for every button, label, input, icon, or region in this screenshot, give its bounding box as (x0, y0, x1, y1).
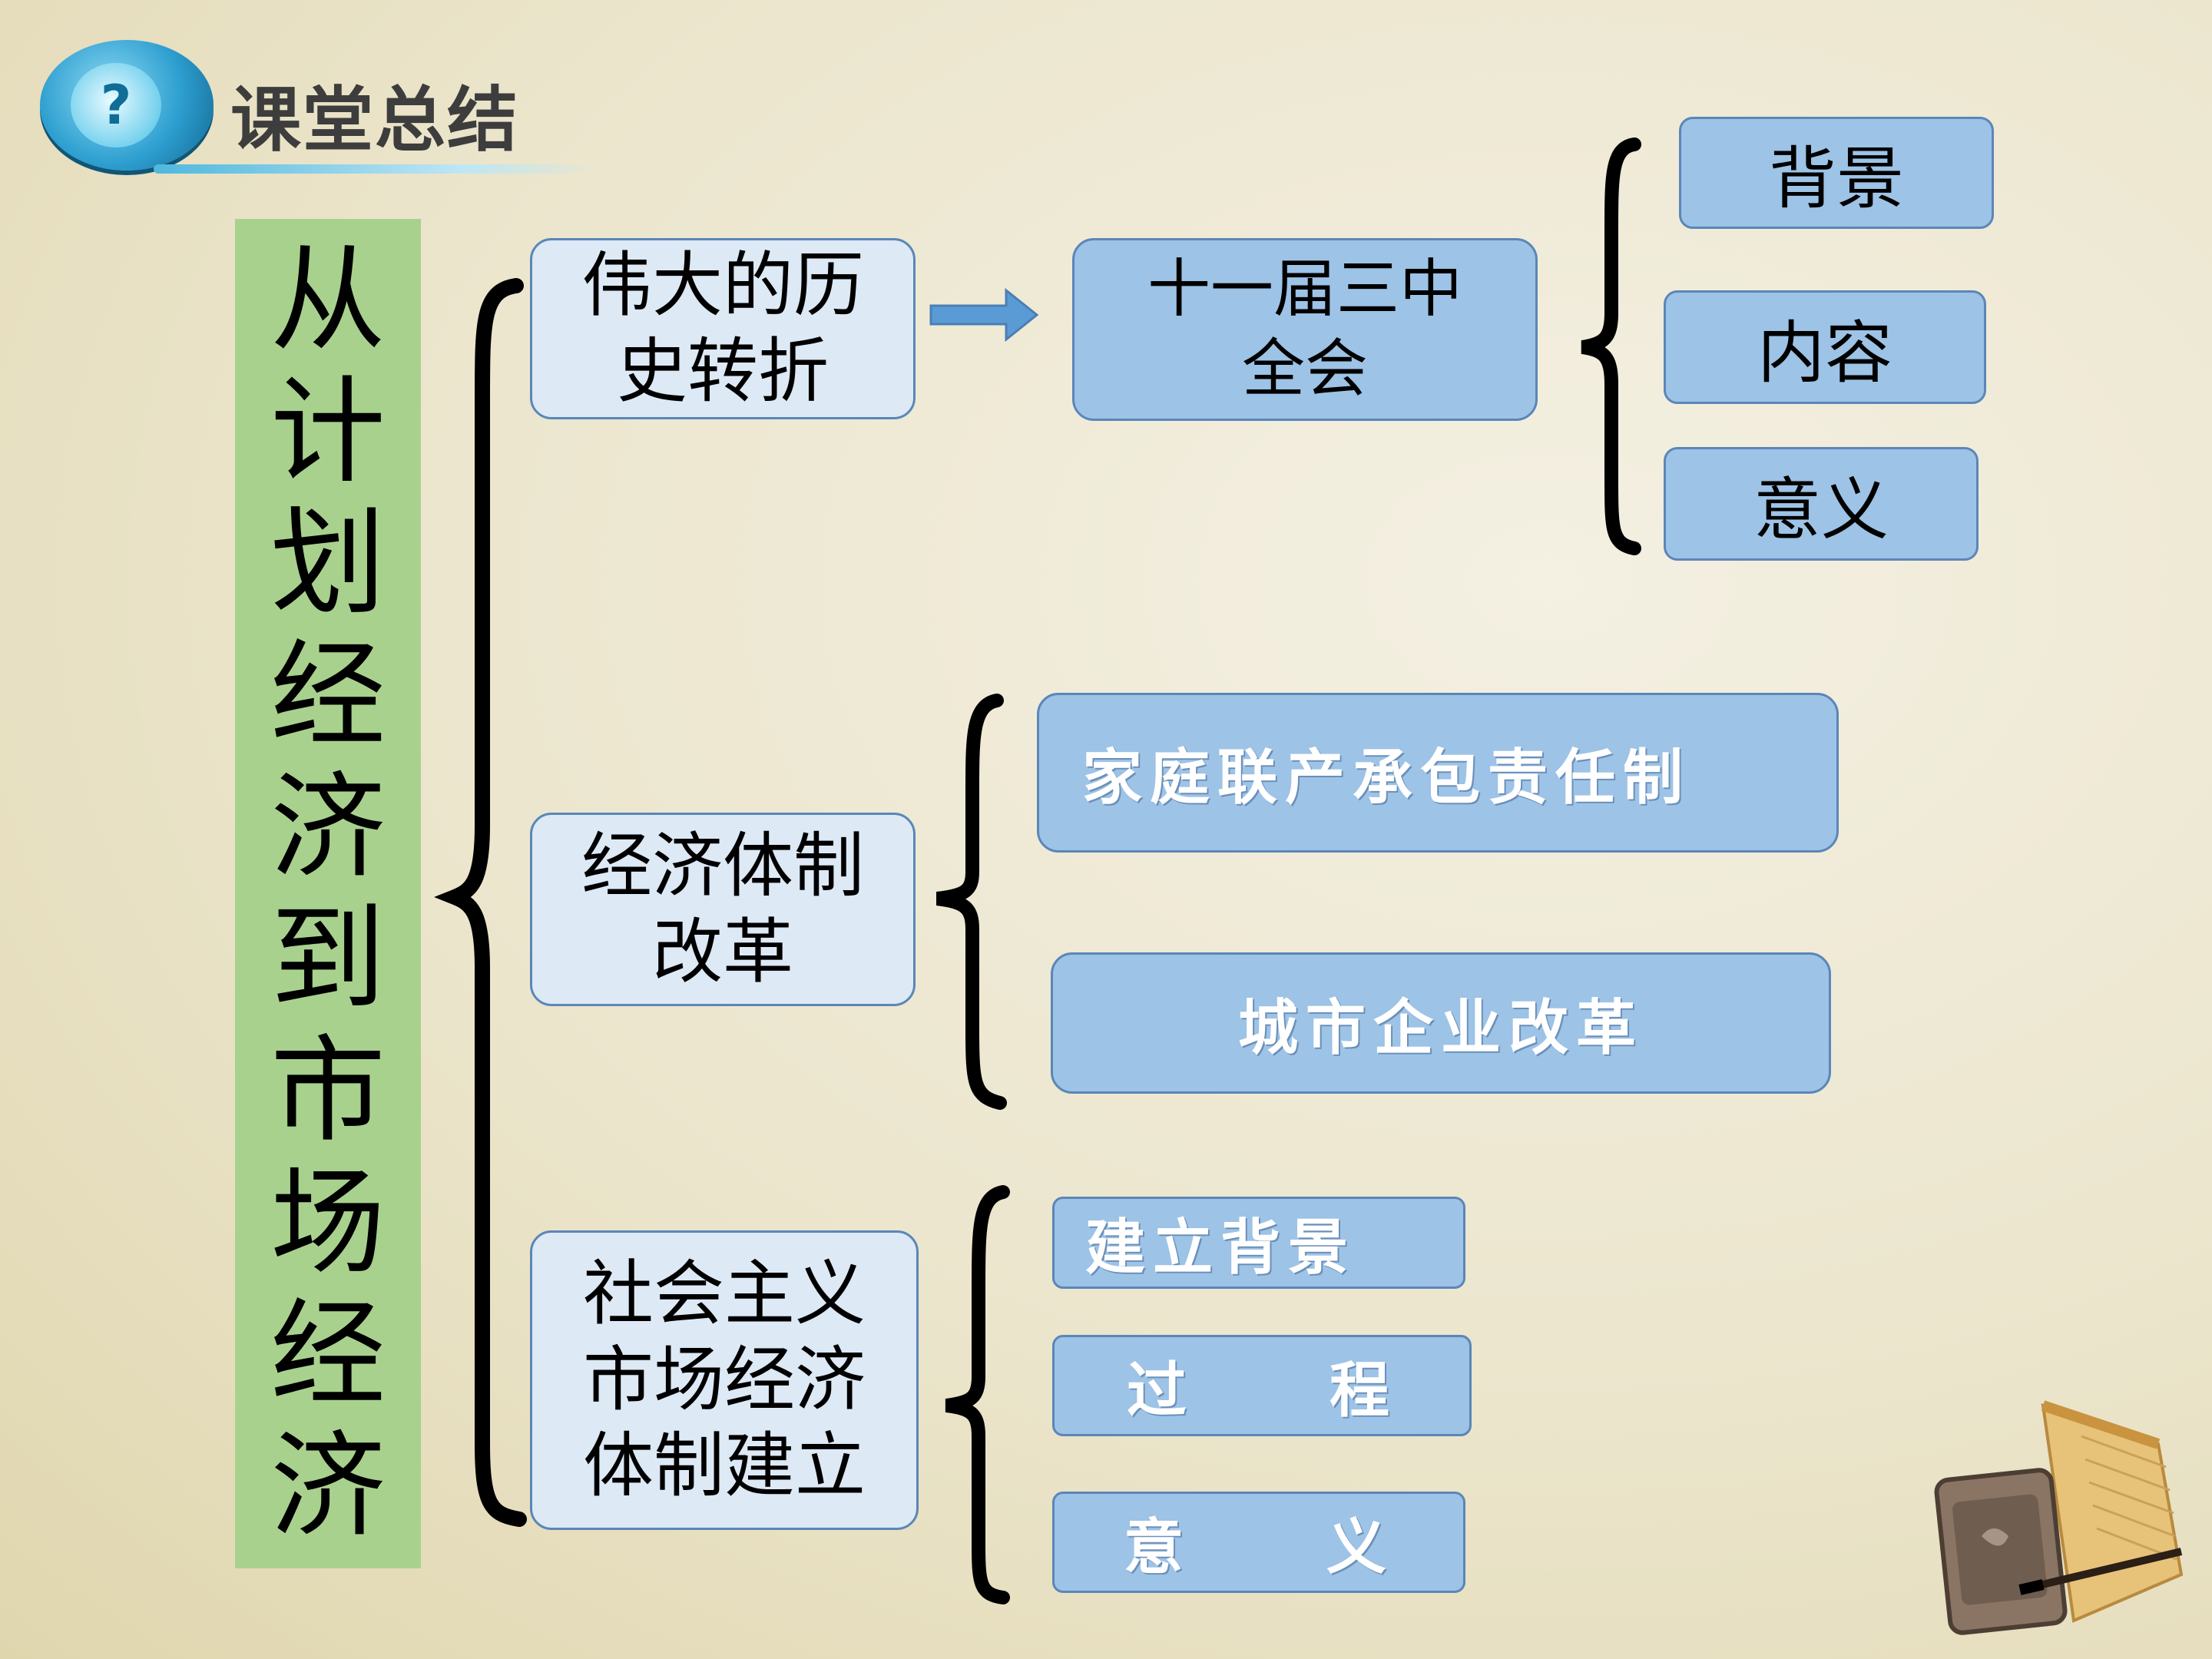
market-brace (945, 1185, 1010, 1604)
item-significance-2: 意 义 (1052, 1492, 1465, 1593)
root-char: 划 (270, 497, 386, 631)
root-char: 场 (270, 1156, 386, 1290)
item-household-contract: 家庭联产承包责任制 (1037, 693, 1839, 853)
root-char: 经 (270, 628, 386, 763)
arrow-icon (929, 287, 1039, 343)
root-char: 市 (270, 1024, 386, 1158)
item-label: 意义 (1753, 469, 1889, 549)
page-title: 课堂总结 (230, 79, 520, 161)
item-urban-enterprise: 城市企业改革 (1051, 952, 1831, 1094)
item-background: 背景 (1679, 117, 1994, 229)
main-brace (434, 278, 527, 1527)
meeting-label: 十一届三中全会 (1147, 253, 1462, 406)
item-founding-background: 建立背景 (1052, 1197, 1465, 1289)
item-label: 背景 (1768, 138, 1904, 218)
branch-market-economy: 社会主义市场经济体制建立 (530, 1230, 919, 1530)
branch-label: 经济体制改革 (581, 825, 864, 993)
meeting-box: 十一届三中全会 (1072, 238, 1538, 421)
lightbulb-head-icon: ? (40, 40, 214, 171)
root-char: 到 (270, 892, 386, 1027)
root-char: 经 (270, 1288, 386, 1422)
item-significance: 意义 (1664, 447, 1979, 561)
branch-economic-reform: 经济体制改革 (530, 813, 916, 1006)
item-label: 建立背景 (1085, 1213, 1356, 1283)
idea-icon: ? (71, 63, 161, 147)
reform-brace (935, 694, 1007, 1110)
meeting-brace (1581, 137, 1641, 555)
branch-label: 社会主义市场经济体制建立 (582, 1253, 866, 1507)
item-label: 城市企业改革 (1237, 993, 1644, 1063)
scroll-inkstone-decoration (1934, 1400, 2184, 1635)
branch-historic-turn: 伟大的历史转折 (530, 238, 916, 419)
item-process: 过 程 (1052, 1335, 1472, 1436)
root-char: 济 (270, 760, 386, 895)
branch-label: 伟大的历史转折 (581, 244, 864, 412)
title-underline (154, 164, 595, 174)
root-topic: 从 计 划 经 济 到 市 场 经 济 (235, 219, 421, 1568)
item-label: 家庭联产承包责任制 (1082, 743, 1691, 813)
root-char: 济 (270, 1420, 386, 1555)
root-char: 从 (270, 233, 386, 367)
item-label: 意 义 (1123, 1512, 1394, 1582)
item-label: 过 程 (1126, 1356, 1397, 1426)
root-char: 计 (270, 365, 386, 499)
item-content: 内容 (1664, 290, 1986, 404)
item-label: 内容 (1757, 313, 1892, 392)
